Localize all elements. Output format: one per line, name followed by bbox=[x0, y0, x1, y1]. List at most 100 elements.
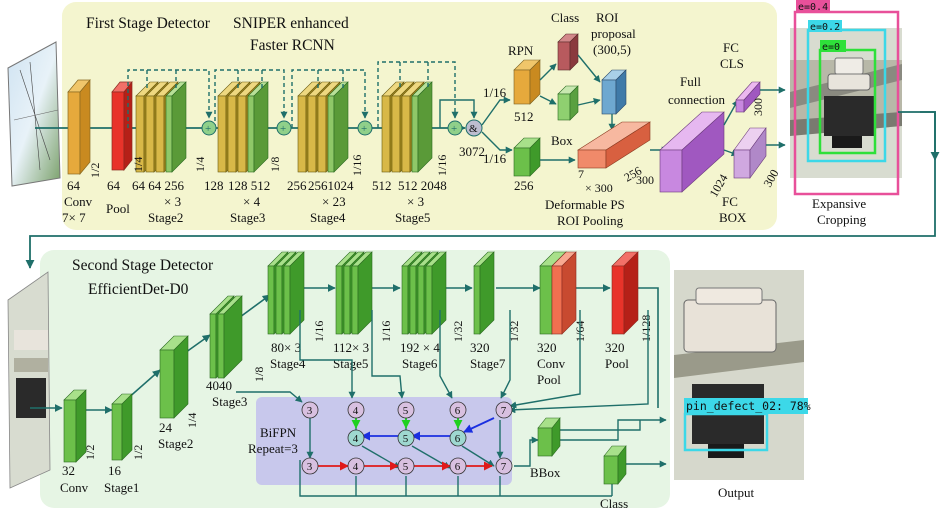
stage3-channels: 128 512 bbox=[228, 178, 270, 193]
bifpn-node-6: 4 bbox=[347, 429, 365, 447]
svg-text:5: 5 bbox=[403, 461, 409, 473]
bifpn-label-1: BiFPN bbox=[260, 425, 297, 440]
bifpn-node-10: 4 bbox=[347, 457, 365, 475]
crop-label-e02: e=0.2 bbox=[810, 22, 840, 33]
bifpn-node-11: 5 bbox=[397, 457, 415, 475]
svg-text:3: 3 bbox=[307, 405, 313, 417]
stage4-slab-green bbox=[327, 81, 349, 173]
s2-stage6-slab-4 bbox=[425, 251, 447, 335]
cropping-label-1: Expansive bbox=[812, 196, 866, 211]
efficientdet-blocks bbox=[63, 251, 639, 463]
fc-box-block bbox=[733, 127, 767, 179]
concat-channels: 3072 bbox=[459, 144, 485, 159]
stage5-channels: 512 2048 bbox=[398, 178, 447, 193]
roi-label-1: ROI bbox=[596, 10, 618, 25]
crop-label-e04: e=0.4 bbox=[798, 2, 828, 13]
s2-stage4-label: Stage4 bbox=[270, 356, 306, 371]
rpn-box-block bbox=[557, 85, 579, 121]
svg-text:+: + bbox=[205, 123, 211, 135]
s2-stage3-label: Stage3 bbox=[212, 394, 247, 409]
efficientdet-title: EfficientDet-D0 bbox=[88, 281, 189, 298]
s2-stage1-ratio: 1/2 bbox=[131, 445, 145, 460]
s2-convpool-label-1: Conv bbox=[537, 356, 566, 371]
pool1-block bbox=[111, 81, 133, 171]
stage4-ratio: 1/16 bbox=[350, 155, 364, 176]
fc-box-label-1: FC bbox=[722, 194, 738, 209]
residual-connections bbox=[127, 61, 459, 128]
stage2-channels: 64 64 256 bbox=[132, 178, 185, 193]
rpn-ratio-top: 1/16 bbox=[483, 85, 507, 100]
s2-stage7-channels: 320 bbox=[470, 340, 490, 355]
s2-stage2-channels: 24 bbox=[159, 420, 173, 435]
s2-conv-channels: 32 bbox=[62, 463, 75, 478]
stage2-label: Stage2 bbox=[148, 210, 183, 225]
bifpn-node-1: 3 bbox=[301, 401, 319, 419]
s2-pool-ratio: 1/128 bbox=[639, 315, 653, 342]
s2-stage5-channels: 112× 3 bbox=[333, 340, 369, 355]
stage4-mult: × 23 bbox=[322, 194, 346, 209]
svg-text:+: + bbox=[280, 123, 286, 135]
first-stage-title: First Stage Detector bbox=[86, 15, 211, 32]
full-connection-label-2: connection bbox=[668, 92, 726, 107]
output-label: Output bbox=[718, 485, 755, 500]
s2-stage6-ratio: 1/32 bbox=[451, 321, 465, 342]
roi-label-3: (300,5) bbox=[593, 42, 631, 57]
rpn-block bbox=[513, 59, 541, 105]
input-image bbox=[7, 41, 61, 187]
bifpn-node-9: 3 bbox=[301, 457, 319, 475]
class-label: Class bbox=[551, 10, 579, 25]
pool1-label: Pool bbox=[106, 201, 130, 216]
detection-label: pin_defect_02: 78% bbox=[686, 399, 811, 413]
s2-stage4-slab-3 bbox=[283, 251, 305, 335]
ps-dim-7: 7 bbox=[578, 167, 584, 181]
s2-stage2-label: Stage2 bbox=[158, 436, 193, 451]
bbox-label: BBox bbox=[530, 465, 561, 480]
crop-box-e04 bbox=[793, 10, 900, 196]
s2-stage6-label: Stage6 bbox=[402, 356, 438, 371]
bifpn-node-8: 6 bbox=[449, 429, 467, 447]
stage4-channels: 2561024 bbox=[308, 178, 354, 193]
s2-stage4-ratio: 1/16 bbox=[312, 321, 326, 342]
ch-128: 128 bbox=[204, 178, 224, 193]
crop-box-e02 bbox=[806, 28, 887, 163]
bifpn-node-7: 5 bbox=[397, 429, 415, 447]
full-connection-label-1: Full bbox=[680, 74, 701, 89]
s2-conv-ratio: 1/2 bbox=[83, 445, 97, 460]
svg-text:5: 5 bbox=[403, 405, 409, 417]
cropping-label-2: Cropping bbox=[817, 212, 867, 227]
rpn-class-block bbox=[557, 33, 579, 71]
svg-text:4: 4 bbox=[353, 405, 359, 417]
pool1-ratio: 1/4 bbox=[131, 157, 145, 172]
full-connection-block bbox=[659, 111, 725, 193]
s2-stage5-ratio: 1/16 bbox=[379, 321, 393, 342]
ps-roi-pooling-block bbox=[576, 121, 652, 169]
faster-rcnn-title: Faster RCNN bbox=[250, 37, 335, 54]
s2-conv-label: Conv bbox=[60, 480, 89, 495]
conv1-channels: 64 bbox=[67, 178, 81, 193]
ps-label-2: ROI Pooling bbox=[557, 213, 624, 228]
s2-stage3-slab-2 bbox=[217, 295, 243, 379]
bbox-block bbox=[537, 417, 561, 457]
conv1-kernel: 7× 7 bbox=[62, 210, 86, 225]
stage2-mult: × 3 bbox=[164, 194, 181, 209]
bifpn-node-5: 7 bbox=[495, 401, 513, 419]
rpn-channels: 512 bbox=[514, 109, 534, 124]
ch-256: 256 bbox=[287, 178, 307, 193]
s2-convpool-channels: 320 bbox=[537, 340, 557, 355]
fc-cls-label-1: FC bbox=[723, 40, 739, 55]
svg-text:6: 6 bbox=[455, 433, 461, 445]
stage2-input-image bbox=[7, 271, 51, 489]
stage3-mult: × 4 bbox=[243, 194, 261, 209]
stage3-label: Stage3 bbox=[230, 210, 265, 225]
s2-convpool-slab-red bbox=[551, 251, 577, 335]
stage2-slab-green bbox=[165, 81, 187, 173]
sniper-title: SNIPER enhanced bbox=[233, 15, 349, 32]
stage5-ratio: 1/16 bbox=[435, 155, 449, 176]
rpn-ratio-bottom: 1/16 bbox=[483, 151, 507, 166]
box-label: Box bbox=[551, 133, 573, 148]
svg-text:&: & bbox=[469, 123, 478, 135]
s2-stage2-slab bbox=[159, 335, 189, 419]
residual-adders: + + + + & bbox=[201, 119, 483, 137]
stage3-slab-green bbox=[247, 81, 269, 173]
